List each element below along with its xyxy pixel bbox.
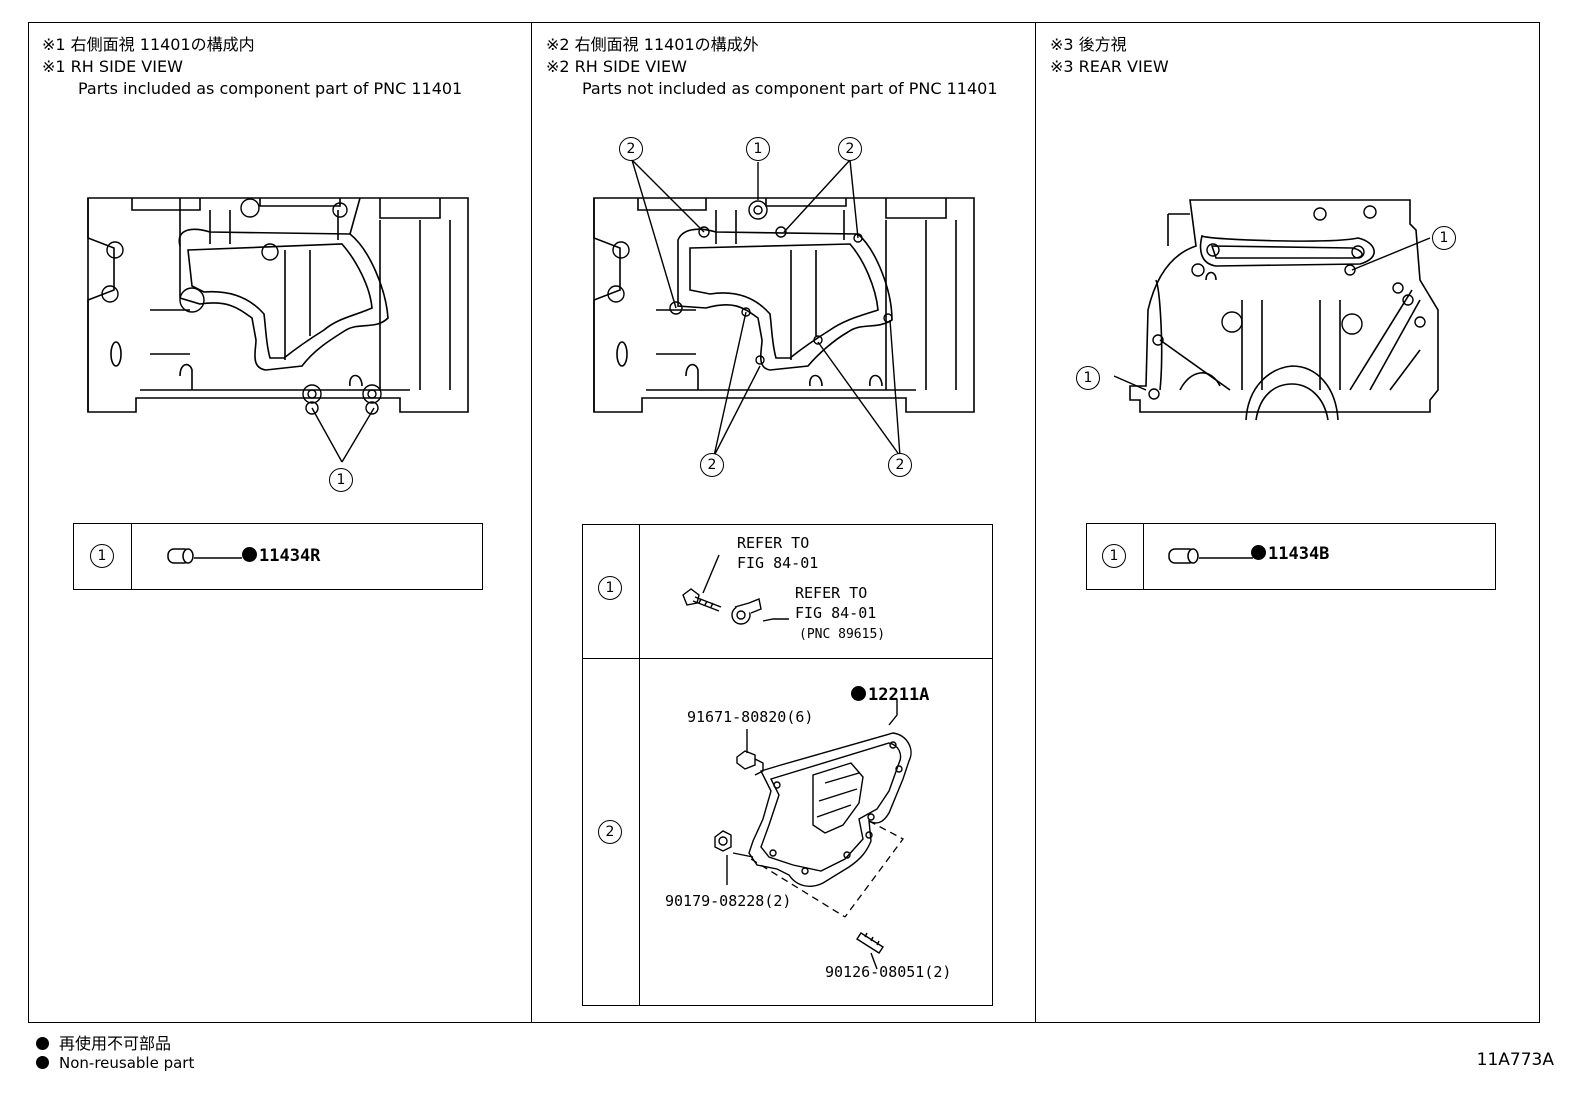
legend-en: Non-reusable part [36,1054,194,1072]
panel-title-jp: ※1 右側面視 11401の構成内 [42,35,255,54]
leader-lines [1113,237,1431,391]
panel-title-en: ※3 REAR VIEW [1050,57,1169,76]
part-number: 11434R [242,546,320,566]
panel-separator [531,22,532,1023]
panel-title-en: ※1 RH SIDE VIEW [42,57,183,76]
panel-header: ※3 後方視 ※3 REAR VIEW [1050,34,1169,78]
callout-marker: 2 [838,137,862,161]
refer-note-sensor: REFER TO FIG 84-01 (PNC 89615) [795,584,886,642]
callout-marker: 1 [329,468,353,492]
panel-title-jp: ※3 後方視 [1050,35,1127,54]
part-number-stud: 90126-08051(2) [825,963,952,981]
dowel-pin-icon [167,548,242,564]
cover-gasket-assembly-drawing [714,699,912,970]
part-number-bolt: 91671-80820(6) [687,708,814,726]
part-number-cover: 12211A [851,685,929,705]
part-number-nut: 90179-08228(2) [665,892,792,910]
callout-marker: 2 [619,137,643,161]
panel-title-jp: ※2 右側面視 11401の構成外 [546,35,759,54]
dowel-pin-icon [1168,548,1253,564]
table-key-marker: 1 [598,576,622,600]
panel-separator [1035,22,1036,1023]
parts-table: 1 11434R [73,523,483,590]
parts-table: 1 11434B [1086,523,1496,590]
bolt-and-sensor-icon [682,554,789,625]
callout-marker: 1 [1432,226,1456,250]
legend-jp: 再使用不可部品 [36,1030,171,1054]
part-number: 11434B [1251,544,1329,564]
panel-title-en: ※2 RH SIDE VIEW [546,57,687,76]
parts-table: 1 2 REFER TO FIG 84-01 REFER TO FIG 84-0… [582,524,993,1006]
non-reusable-icon [36,1056,49,1069]
callout-marker: 1 [746,137,770,161]
table-key-column: 1 [1087,524,1144,589]
panel-header: ※2 右側面視 11401の構成外 ※2 RH SIDE VIEW Parts … [546,34,998,100]
engine-block-rh-drawing [593,197,975,413]
table-row-separator [583,658,992,659]
table-key-column: 1 [74,524,132,589]
table-key-marker: 2 [598,820,622,844]
panel-subtitle: Parts included as component part of PNC … [78,79,463,98]
panel-subtitle: Parts not included as component part of … [582,79,998,98]
non-reusable-icon [851,686,866,701]
panel-header: ※1 右側面視 11401の構成内 ※1 RH SIDE VIEW Parts … [42,34,462,100]
engine-block-rh-drawing [87,197,469,415]
callout-marker: 1 [1076,366,1100,390]
table-key-marker: 1 [90,544,114,568]
leader-lines [311,407,375,463]
non-reusable-icon [1251,545,1266,560]
engine-block-rear-drawing [1129,199,1439,421]
callout-marker: 2 [700,453,724,477]
refer-note-bolt: REFER TO FIG 84-01 [737,534,819,572]
non-reusable-icon [36,1037,49,1050]
table-key-marker: 1 [1102,544,1126,568]
non-reusable-icon [242,547,257,562]
table-key-column [583,525,640,1005]
leader-lines [631,159,901,457]
figure-code: 11A773A [1476,1050,1554,1070]
callout-marker: 2 [888,453,912,477]
diagram-frame [28,22,1540,1023]
